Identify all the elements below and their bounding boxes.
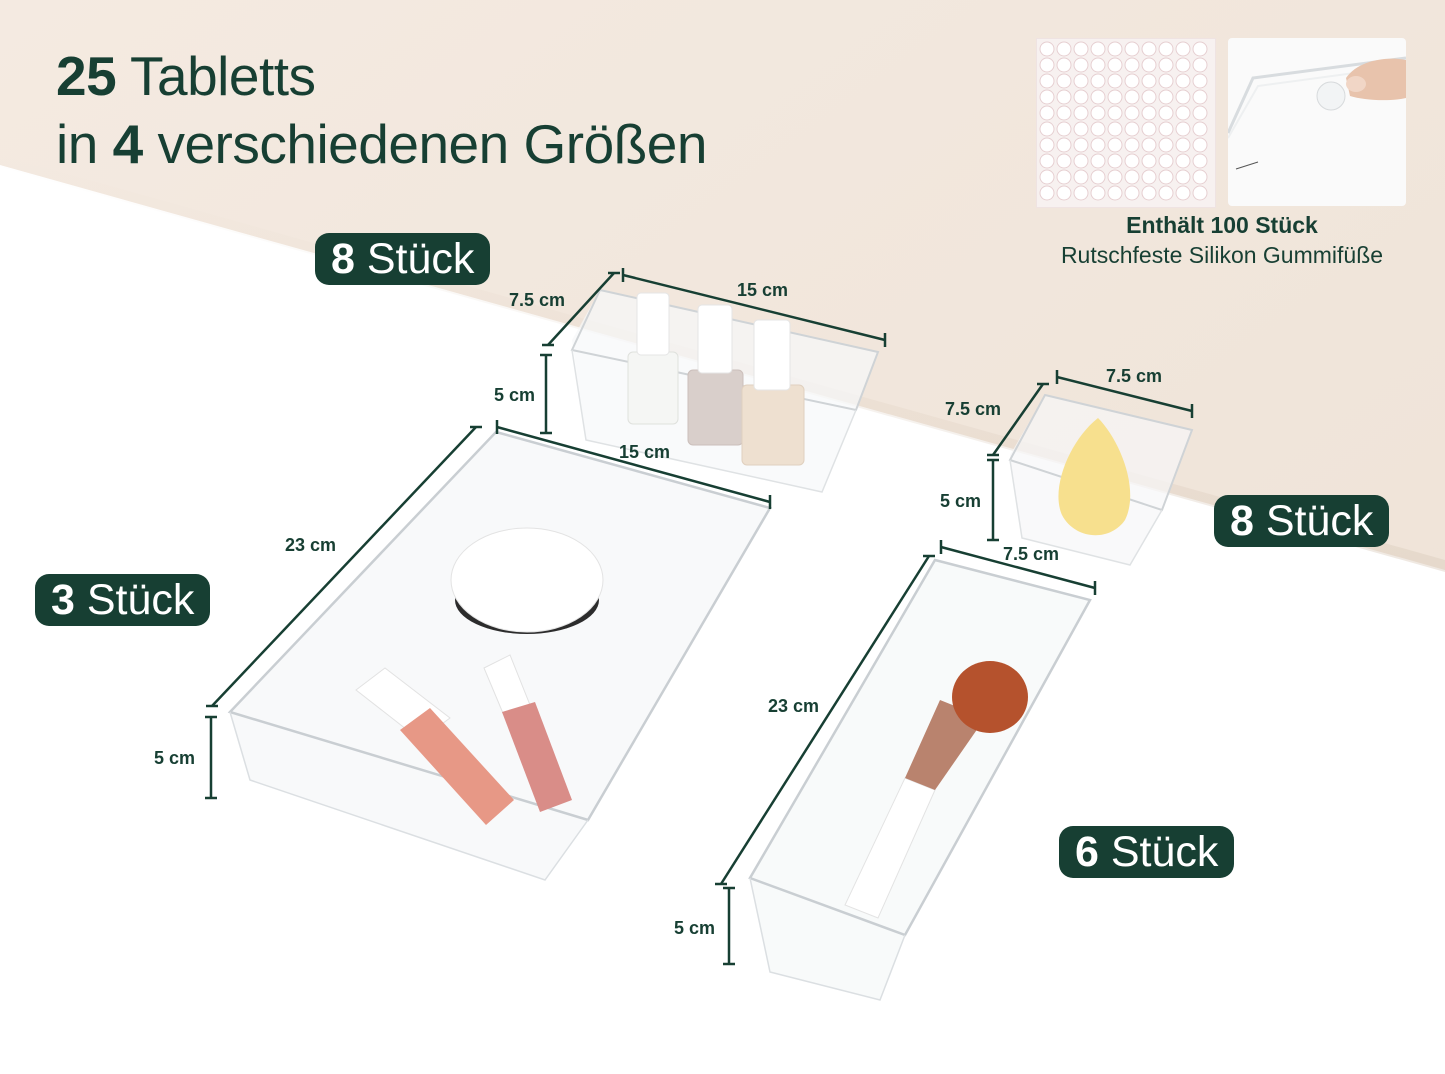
makeup-sponge-icon [1058,418,1131,536]
dim-large-rect-width: 15 cm [619,442,671,462]
dim-small-rect-width: 7.5 cm [509,290,566,310]
lip-gloss-icon [355,654,572,825]
tray-corner-foot-image [1226,38,1407,206]
accessory-subtitle: Rutschfeste Silikon Gummifüße [1060,242,1384,268]
headline-line-1: 25 Tabletts [56,45,316,107]
nail-polish-icon [627,292,805,466]
dim-small-rect-length: 15 cm [737,280,789,300]
dim-large-rect-height: 5 cm [154,748,196,768]
dim-square-length: 7.5 cm [1106,366,1163,386]
count-badge-large-rect: 3 Stück [35,574,211,626]
accessory-title: Enthält 100 Stück [1126,212,1318,238]
silicone-feet-grid-icon [1039,41,1208,201]
headline-line-2: in 4 verschiedenen Größen [56,113,707,175]
compact-icon [450,527,604,634]
dim-long-narrow-length: 23 cm [768,696,820,716]
dim-small-rect-height: 5 cm [494,385,536,405]
count-badge-square: 8 Stück [1214,495,1390,547]
tray-long-narrow [748,558,1092,1001]
tray-corner-icon [1226,56,1407,170]
dim-square-height: 5 cm [940,491,982,511]
headline: 25 Tabletts in 4 verschiedenen Größen [56,42,707,178]
makeup-brush-icon [844,661,1028,919]
tray-large-rect [227,430,772,881]
silicone-feet-sheet-image [1036,38,1216,208]
dim-long-narrow-height: 5 cm [674,918,716,938]
dim-square-width: 7.5 cm [945,399,1002,419]
count-badge-small-rect: 8 Stück [315,233,491,285]
count-badge-long-narrow: 6 Stück [1059,826,1235,878]
dim-large-rect-length: 23 cm [285,535,337,555]
tray-square [1008,393,1194,566]
tray-small-rect [570,288,880,493]
dim-long-narrow-width: 7.5 cm [1003,544,1060,564]
